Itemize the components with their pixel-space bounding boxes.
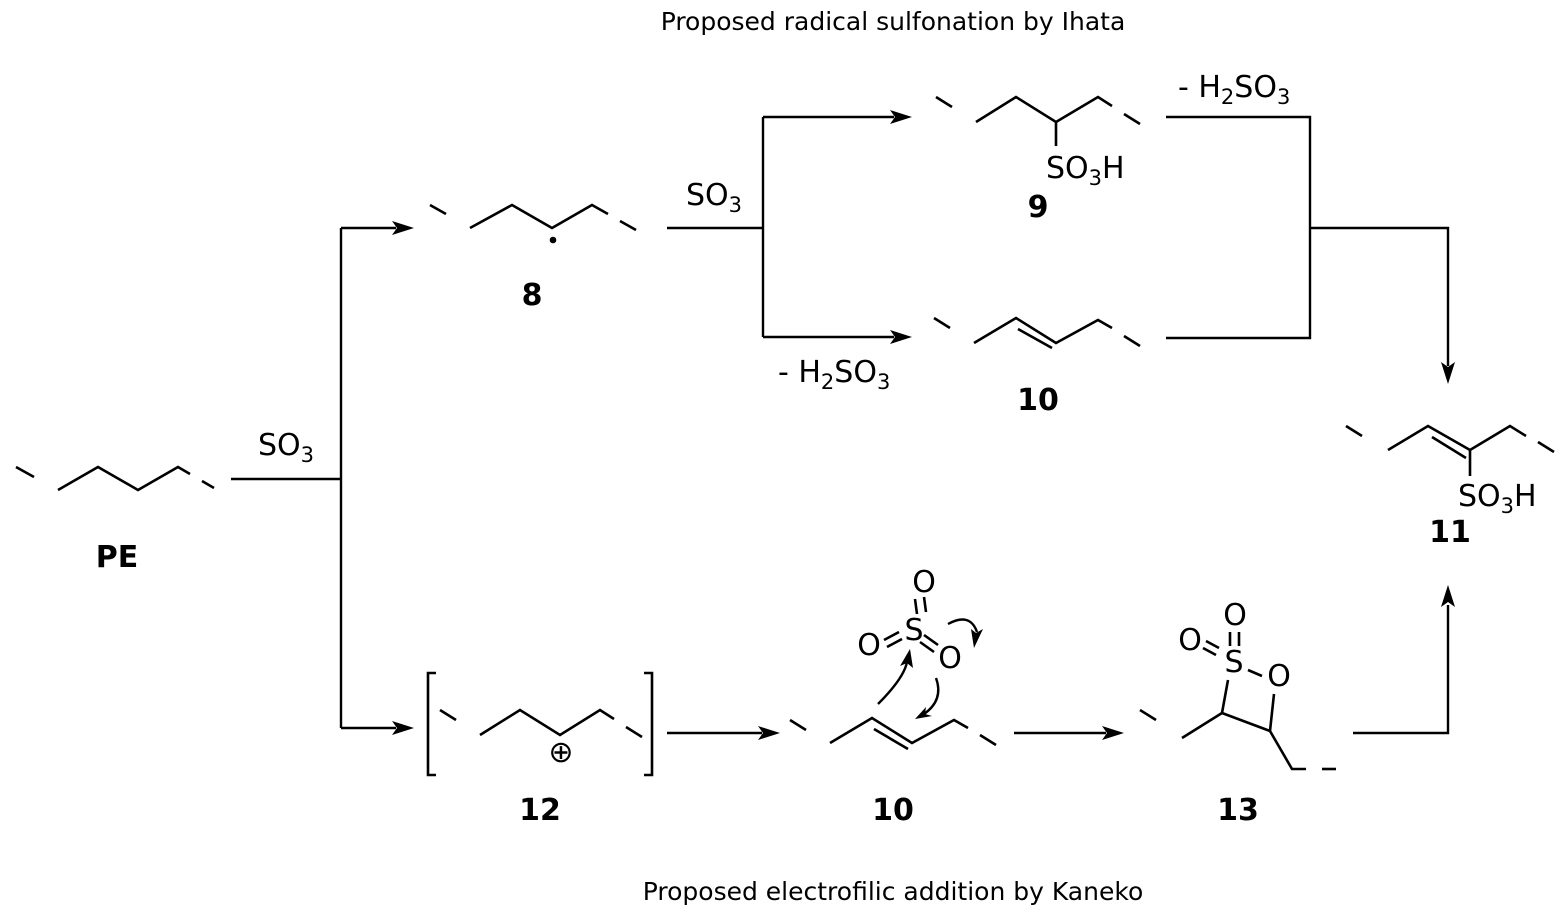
molecule-11: SO3H 11 xyxy=(1345,424,1555,550)
atom-s-13: S xyxy=(1224,645,1243,680)
molecule-9: SO3H 9 xyxy=(935,95,1141,225)
curved-arrow-2 xyxy=(923,677,940,715)
branch-from-8 xyxy=(667,110,912,344)
label-10-top: 10 xyxy=(1017,383,1059,418)
merge-to-11 xyxy=(1166,115,1455,384)
plus-charge-icon: ⊕ xyxy=(548,735,573,770)
bracket-right xyxy=(644,671,654,777)
arrowhead xyxy=(392,221,414,235)
molecule-so3: S O O O xyxy=(857,565,983,719)
atom-o-left: O xyxy=(857,628,881,663)
atom-s: S xyxy=(904,613,923,648)
arrowhead xyxy=(915,707,932,719)
molecule-10-top: 10 xyxy=(933,316,1141,418)
arrowhead xyxy=(971,629,983,648)
bottom-caption: Proposed electrofilic addition by Kaneko xyxy=(643,877,1144,906)
arrowhead xyxy=(1102,726,1124,740)
label-11: 11 xyxy=(1429,515,1471,550)
curved-arrow-1 xyxy=(877,661,909,705)
reagent-so3-pe: SO3 xyxy=(258,428,314,467)
label-12: 12 xyxy=(519,793,561,828)
top-caption: Proposed radical sulfonation by Ihata xyxy=(661,7,1126,36)
atom-o-right: O xyxy=(938,641,962,676)
label-10-bottom: 10 xyxy=(872,793,914,828)
substituent-so3h-9: SO3H xyxy=(1046,151,1125,190)
arrowhead xyxy=(1441,585,1455,607)
arrowhead xyxy=(900,649,913,668)
reagent-elim-lower: - H2SO3 xyxy=(778,355,890,394)
molecule-12: ⊕ 12 xyxy=(426,671,654,828)
label-pe: PE xyxy=(96,540,138,575)
arrowhead xyxy=(1441,362,1455,384)
arrowhead xyxy=(890,330,912,344)
molecule-13: S O O O 13 xyxy=(1139,598,1336,828)
branch-from-pe xyxy=(231,221,414,735)
bracket-left xyxy=(426,671,436,777)
arrowhead xyxy=(890,110,912,124)
molecule-pe: PE xyxy=(15,465,215,575)
atom-o-13-ring: O xyxy=(1267,659,1291,694)
radical-dot-icon xyxy=(549,236,557,244)
substituent-so3h-11: SO3H xyxy=(1458,479,1537,518)
label-8: 8 xyxy=(522,278,543,313)
molecule-10-bottom: 10 xyxy=(789,716,997,828)
label-9: 9 xyxy=(1028,190,1049,225)
arrowhead xyxy=(758,726,780,740)
atom-o-13-top: O xyxy=(1223,598,1247,633)
reagent-elim-upper: - H2SO3 xyxy=(1178,70,1290,109)
molecule-8: 8 xyxy=(429,203,637,313)
atom-o-13-left: O xyxy=(1178,623,1202,658)
label-13: 13 xyxy=(1217,793,1259,828)
curved-arrow-3 xyxy=(947,618,979,633)
arrowhead xyxy=(392,721,414,735)
reagent-so3-radical: SO3 xyxy=(686,178,742,217)
atom-o-top: O xyxy=(912,565,936,600)
